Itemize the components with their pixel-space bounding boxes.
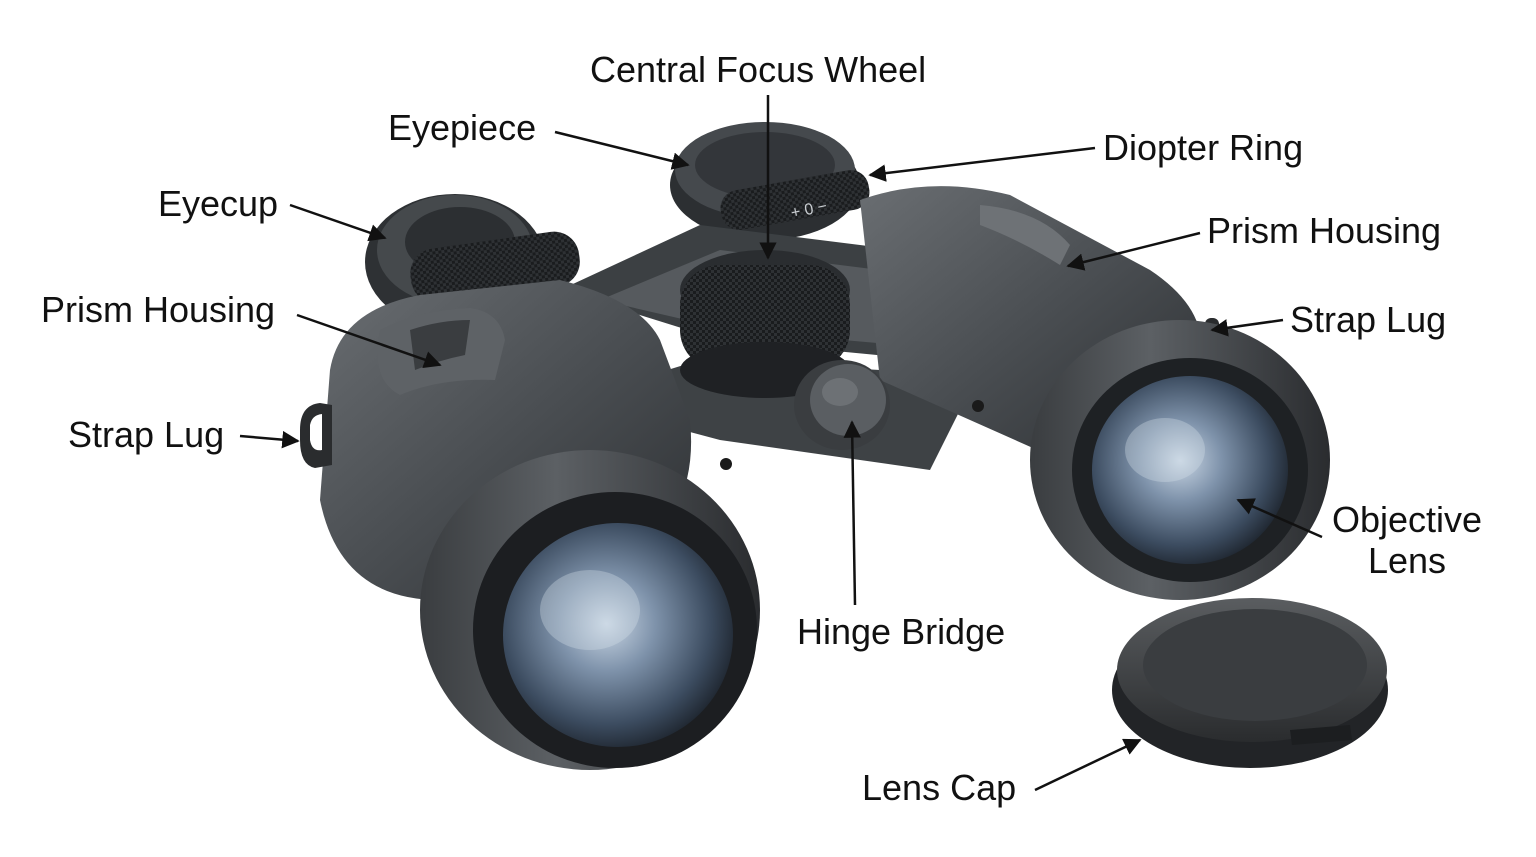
arrow-eyepiece (554, 130, 690, 170)
arrow-hinge-bridge (843, 420, 862, 606)
arrow-eyecup (289, 203, 387, 242)
label-eyepiece: Eyepiece (388, 107, 537, 148)
left-strap-lug (300, 403, 332, 468)
arrow-prism-housing-right (1066, 231, 1201, 271)
label-prism-housing-right: Prism Housing (1207, 210, 1442, 251)
right-objective-lens (1092, 376, 1288, 564)
arrow-strap-lug-right (1210, 318, 1284, 337)
label-hinge-bridge: Hinge Bridge (797, 611, 1006, 652)
leader-lines (239, 95, 1323, 792)
lens-cap (1112, 598, 1388, 768)
right-objective-barrel (972, 320, 1330, 600)
arrow-lens-cap (1034, 738, 1142, 792)
left-objective-barrel (420, 450, 760, 770)
label-strap-lug-left: Strap Lug (68, 414, 225, 455)
hinge-knob (794, 360, 890, 450)
label-objective-lens-line1: Objective (1331, 499, 1483, 540)
label-objective-lens: Objective Lens (1322, 499, 1492, 582)
label-prism-housing-left: Prism Housing (41, 289, 276, 330)
label-central-focus-wheel: Central Focus Wheel (590, 49, 927, 90)
arrow-prism-housing-left (296, 313, 442, 369)
right-eyepiece (670, 122, 870, 240)
arrow-diopter-ring (868, 146, 1096, 182)
label-diopter-ring: Diopter Ring (1103, 127, 1304, 168)
label-eyecup: Eyecup (158, 183, 279, 224)
arrow-strap-lug-left (239, 430, 300, 449)
arrow-objective-lens (1236, 498, 1323, 539)
label-objective-lens-line2: Lens (1367, 540, 1447, 582)
label-strap-lug-right: Strap Lug (1290, 299, 1447, 340)
focus-wheel (680, 250, 850, 398)
left-objective-lens (503, 523, 733, 747)
label-lens-cap: Lens Cap (862, 767, 1017, 808)
